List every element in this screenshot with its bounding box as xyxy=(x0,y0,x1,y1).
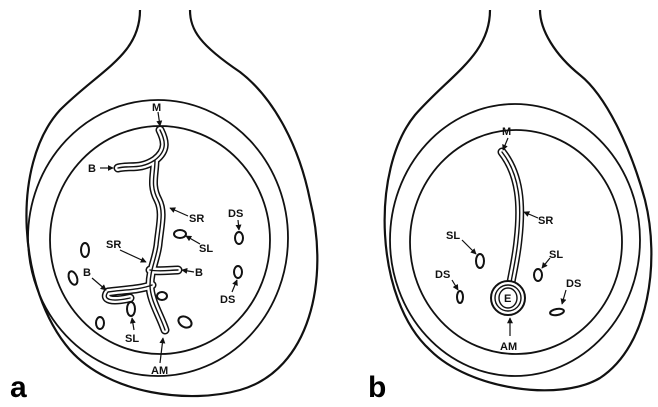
arrow-a-sr-left xyxy=(120,250,146,262)
arrow-a-sr-right xyxy=(170,208,188,216)
panel-letter-a: a xyxy=(10,371,27,404)
label-a-am: AM xyxy=(151,365,168,377)
panel-a-cell xyxy=(81,243,89,257)
label-b-ds-right: DS xyxy=(566,278,581,290)
label-a-sl-bottom: SL xyxy=(125,333,139,345)
panel-a-cell xyxy=(96,317,104,329)
panel-a-cell xyxy=(174,230,186,238)
panel-a-cell xyxy=(127,302,135,316)
panel-a-outer-wall xyxy=(26,10,317,396)
label-a-m: M xyxy=(152,102,161,114)
panel-b-cell xyxy=(534,269,542,281)
arrow-b-ds-right xyxy=(562,290,566,304)
panel-b-straight-duct xyxy=(491,152,525,315)
arrow-b-ds-left xyxy=(452,280,458,290)
label-a-ds-top: DS xyxy=(228,208,243,220)
arrow-a-ds-top xyxy=(238,220,239,230)
panel-b-cell xyxy=(476,254,484,268)
arrow-a-am xyxy=(160,338,163,363)
label-b-am: AM xyxy=(500,341,517,353)
panel-a: M B SR DS SL SR B B DS SL AM a xyxy=(10,10,317,404)
label-a-b-left: B xyxy=(83,267,91,279)
arrow-a-b-left xyxy=(92,278,106,290)
label-b-sr: SR xyxy=(538,215,553,227)
arrow-b-m xyxy=(503,138,508,150)
panel-b-cell xyxy=(550,308,565,316)
panel-b-cell xyxy=(457,291,463,303)
arrow-a-b-right xyxy=(182,270,194,272)
label-a-sr-right: SR xyxy=(189,213,204,225)
arrow-b-sl-left xyxy=(462,240,476,254)
arrow-a-ds-bottom xyxy=(232,280,237,292)
panel-a-cell xyxy=(235,232,243,244)
arrow-a-sl-bottom xyxy=(132,318,134,330)
label-a-b-right: B xyxy=(195,267,203,279)
arrow-a-m xyxy=(158,112,160,126)
label-b-sl-left: SL xyxy=(446,230,460,242)
panel-a-branched-duct xyxy=(106,130,178,330)
label-a-ds-bottom: DS xyxy=(220,294,235,306)
label-b-sl-right: SL xyxy=(549,249,563,261)
panel-a-cell xyxy=(176,314,193,330)
panel-letter-b: b xyxy=(368,371,386,404)
label-b-ds-left: DS xyxy=(435,269,450,281)
label-a-sl-right: SL xyxy=(199,243,213,255)
label-a-b-top: B xyxy=(88,163,96,175)
label-b-e: E xyxy=(504,293,511,305)
label-a-sr-left: SR xyxy=(106,239,121,251)
panel-a-cell xyxy=(234,266,242,278)
panel-a-cell xyxy=(157,292,167,300)
arrow-a-sl-right xyxy=(186,236,200,244)
label-b-m: M xyxy=(502,126,511,138)
panel-b: M SR SL SL DS DS E AM b xyxy=(368,10,651,404)
arrow-b-sr xyxy=(524,212,538,218)
panel-a-cell xyxy=(67,270,79,286)
